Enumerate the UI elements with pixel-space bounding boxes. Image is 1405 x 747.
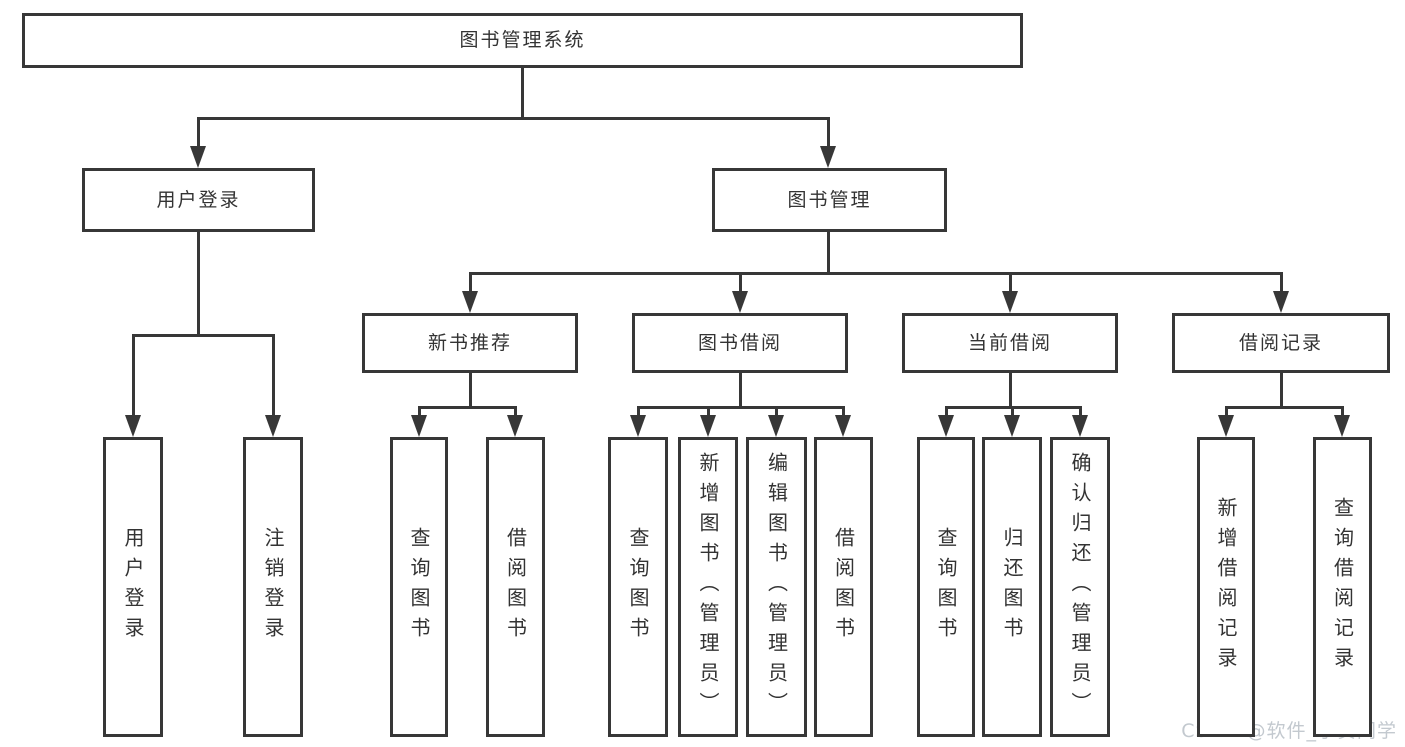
arrow-down-icon xyxy=(190,146,206,168)
node-book-borrowing: 图书借阅 xyxy=(632,313,848,373)
connector-drop xyxy=(131,335,135,419)
node-label: 查询借阅记录 xyxy=(1330,497,1355,677)
node-borrow-borrow-books: 借阅图书 xyxy=(814,437,873,737)
node-current-return-books: 归还图书 xyxy=(982,437,1042,737)
node-label: 归还图书 xyxy=(1000,527,1024,647)
connector-drop xyxy=(738,273,742,295)
connector-drop xyxy=(706,407,710,419)
connector-drop xyxy=(1078,407,1082,419)
node-new-book-recommendation: 新书推荐 xyxy=(362,313,578,373)
node-label: 借阅图书 xyxy=(831,527,856,647)
arrow-down-icon xyxy=(411,415,427,437)
node-borrow-add-books-admin: 新增图书（管理员） xyxy=(678,437,738,737)
connector-drop xyxy=(468,273,472,295)
connector-stem xyxy=(520,68,524,120)
arrow-down-icon xyxy=(768,415,784,437)
node-rec-borrow-books: 借阅图书 xyxy=(486,437,545,737)
connector-drop xyxy=(1010,407,1014,419)
node-label: 借阅图书 xyxy=(503,527,528,647)
arrow-down-icon xyxy=(462,291,478,313)
node-label: 用户登录 xyxy=(121,527,145,647)
node-label: 查询图书 xyxy=(934,527,958,647)
connector-drop xyxy=(417,407,421,419)
node-current-confirm-return-admin: 确认归还（管理员） xyxy=(1050,437,1110,737)
connector-drop xyxy=(944,407,948,419)
node-records-query-borrow-record: 查询借阅记录 xyxy=(1313,437,1372,737)
connector-drop xyxy=(1340,407,1344,419)
connector-stem xyxy=(196,232,200,337)
arrow-down-icon xyxy=(265,415,281,437)
arrow-down-icon xyxy=(507,415,523,437)
connector-drop xyxy=(1224,407,1228,419)
node-records-add-borrow-record: 新增借阅记录 xyxy=(1197,437,1255,737)
node-library-management-system: 图书管理系统 xyxy=(22,13,1023,68)
node-borrow-query-books: 查询图书 xyxy=(608,437,668,737)
connector-bus xyxy=(1224,405,1344,409)
node-current-query-books: 查询图书 xyxy=(917,437,975,737)
arrow-down-icon xyxy=(732,291,748,313)
connector-drop xyxy=(826,118,830,150)
arrow-down-icon xyxy=(1002,291,1018,313)
node-label: 借阅记录 xyxy=(1238,331,1323,354)
node-label: 编辑图书（管理员） xyxy=(764,452,789,722)
connector-stem xyxy=(826,232,830,275)
connector-bus xyxy=(417,405,517,409)
node-book-management: 图书管理 xyxy=(712,168,947,232)
connector-bus xyxy=(196,116,830,120)
node-label: 新增图书（管理员） xyxy=(696,452,720,722)
node-label: 新增借阅记录 xyxy=(1214,497,1238,677)
node-logout-action: 注销登录 xyxy=(243,437,303,737)
connector-bus xyxy=(131,333,275,337)
arrow-down-icon xyxy=(125,415,141,437)
connector-drop xyxy=(271,335,275,419)
connector-drop xyxy=(1008,273,1012,295)
connector-stem xyxy=(1008,373,1012,409)
node-current-borrowing: 当前借阅 xyxy=(902,313,1118,373)
connector-drop xyxy=(513,407,517,419)
node-label: 确认归还（管理员） xyxy=(1068,452,1092,722)
node-label: 查询图书 xyxy=(407,527,431,647)
node-user-login-action: 用户登录 xyxy=(103,437,163,737)
arrow-down-icon xyxy=(1218,415,1234,437)
node-label: 用户登录 xyxy=(156,188,241,211)
arrow-down-icon xyxy=(1004,415,1020,437)
connector-bus xyxy=(636,405,845,409)
connector-stem xyxy=(738,373,742,409)
arrow-down-icon xyxy=(820,146,836,168)
connector-bus xyxy=(468,271,1283,275)
node-label: 查询图书 xyxy=(626,527,650,647)
connector-stem xyxy=(1279,373,1283,409)
connector-stem xyxy=(468,373,472,409)
node-label: 当前借阅 xyxy=(967,331,1052,354)
node-borrow-edit-books-admin: 编辑图书（管理员） xyxy=(746,437,807,737)
arrow-down-icon xyxy=(700,415,716,437)
node-label: 图书借阅 xyxy=(697,331,782,354)
arrow-down-icon xyxy=(938,415,954,437)
connector-drop xyxy=(1279,273,1283,295)
connector-drop xyxy=(196,118,200,150)
arrow-down-icon xyxy=(1334,415,1350,437)
connector-drop xyxy=(841,407,845,419)
connector-drop xyxy=(636,407,640,419)
arrow-down-icon xyxy=(630,415,646,437)
arrow-down-icon xyxy=(1072,415,1088,437)
node-user-login: 用户登录 xyxy=(82,168,315,232)
node-label: 图书管理 xyxy=(787,188,872,211)
node-label: 图书管理系统 xyxy=(459,29,586,51)
arrow-down-icon xyxy=(1273,291,1289,313)
node-label: 注销登录 xyxy=(261,527,285,647)
node-rec-query-books: 查询图书 xyxy=(390,437,448,737)
node-label: 新书推荐 xyxy=(427,331,512,354)
arrow-down-icon xyxy=(835,415,851,437)
node-borrowing-records: 借阅记录 xyxy=(1172,313,1390,373)
connector-drop xyxy=(774,407,778,419)
